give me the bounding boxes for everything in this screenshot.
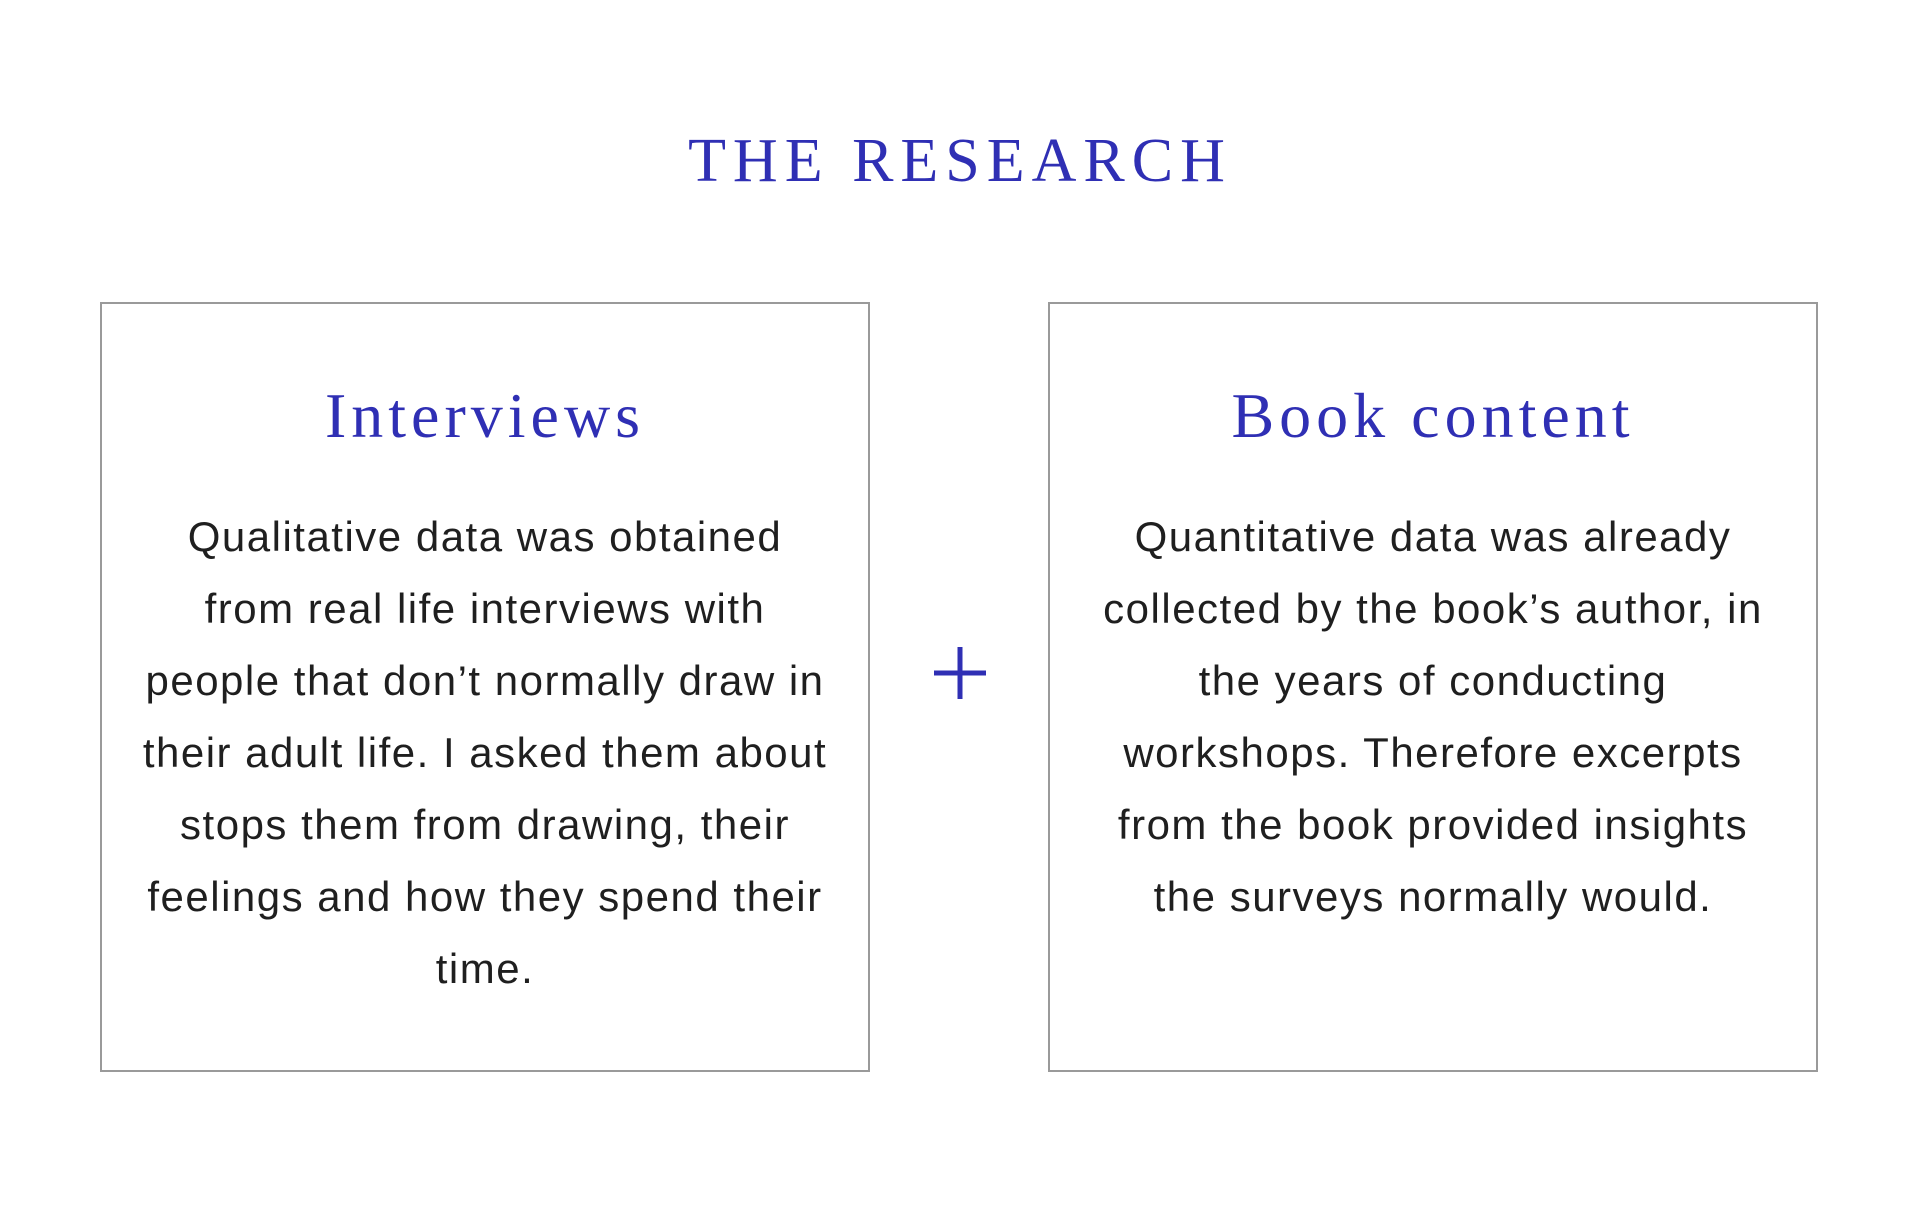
page-title: THE RESEARCH (688, 127, 1232, 195)
interviews-card: Interviews Qualitative data was obtained… (100, 302, 870, 1072)
interviews-card-title: Interviews (324, 380, 646, 451)
plus-icon (930, 643, 990, 703)
book-content-card: Book content Quantitative data was alrea… (1048, 302, 1818, 1072)
book-content-card-title: Book content (1231, 380, 1635, 451)
book-content-card-body: Quantitative data was already collected … (1103, 513, 1763, 920)
interviews-card-body: Qualitative data was obtained from real … (142, 513, 828, 992)
